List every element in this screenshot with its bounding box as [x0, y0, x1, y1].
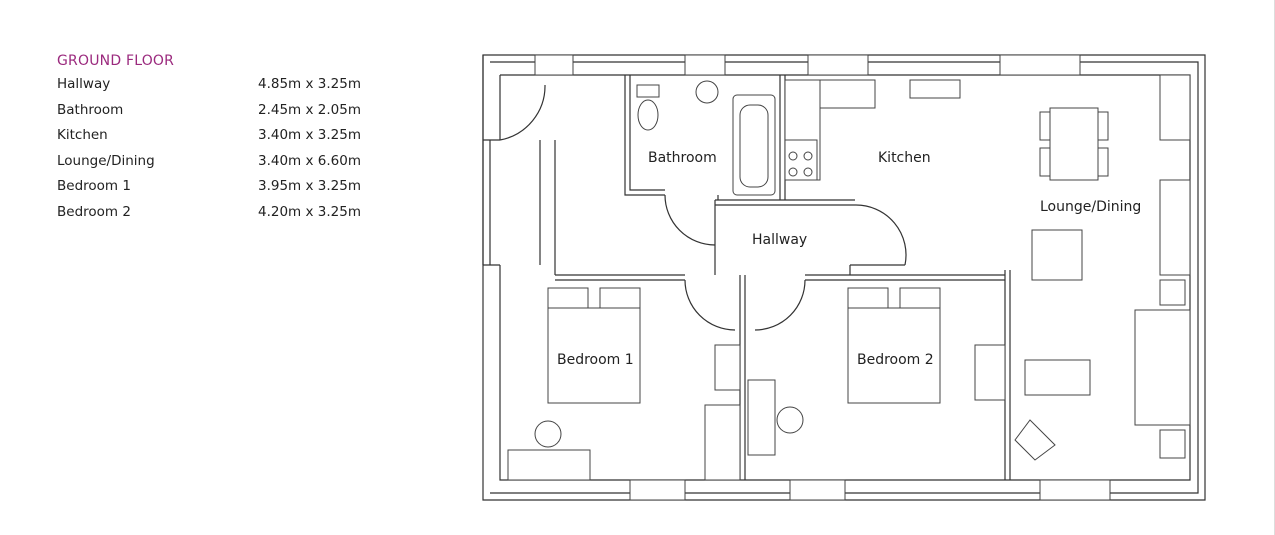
room-row: Lounge/Dining 3.40m x 6.60m: [57, 149, 387, 175]
room-size: 4.20m x 3.25m: [258, 203, 361, 220]
label-lounge: Lounge/Dining: [1040, 199, 1141, 215]
room-size: 2.45m x 2.05m: [258, 101, 361, 118]
room-row: Hallway 4.85m x 3.25m: [57, 72, 387, 98]
room-size: 3.95m x 3.25m: [258, 178, 361, 194]
room-name: Hallway: [57, 76, 111, 92]
floor-heading: GROUND FLOOR: [57, 53, 175, 69]
room-name: Kitchen: [57, 127, 108, 143]
label-bedroom-2: Bedroom 2: [857, 352, 934, 368]
doors: [499, 84, 907, 331]
room-name: Bathroom: [57, 101, 124, 118]
room-name: Bedroom 1: [57, 178, 131, 194]
fixtures: [507, 74, 1191, 481]
label-hallway: Hallway: [752, 232, 807, 248]
room-name: Lounge/Dining: [57, 152, 155, 169]
room-size: 4.85m x 3.25m: [258, 76, 361, 92]
room-size: 3.40m x 3.25m: [258, 127, 361, 143]
room-row: Bedroom 2 4.20m x 3.25m: [57, 200, 387, 226]
room-size: 3.40m x 6.60m: [258, 152, 361, 169]
label-bedroom-1: Bedroom 1: [557, 352, 634, 368]
label-kitchen: Kitchen: [878, 150, 931, 166]
room-row: Bathroom 2.45m x 2.05m: [57, 98, 387, 124]
room-schedule: GROUND FLOOR Hallway 4.85m x 3.25m Bathro…: [57, 50, 387, 225]
room-row: Kitchen 3.40m x 3.25m: [57, 123, 387, 149]
outer-walls: [482, 54, 1206, 501]
label-bathroom: Bathroom: [648, 150, 717, 166]
room-row: Bedroom 1 3.95m x 3.25m: [57, 174, 387, 200]
room-name: Bedroom 2: [57, 203, 131, 220]
